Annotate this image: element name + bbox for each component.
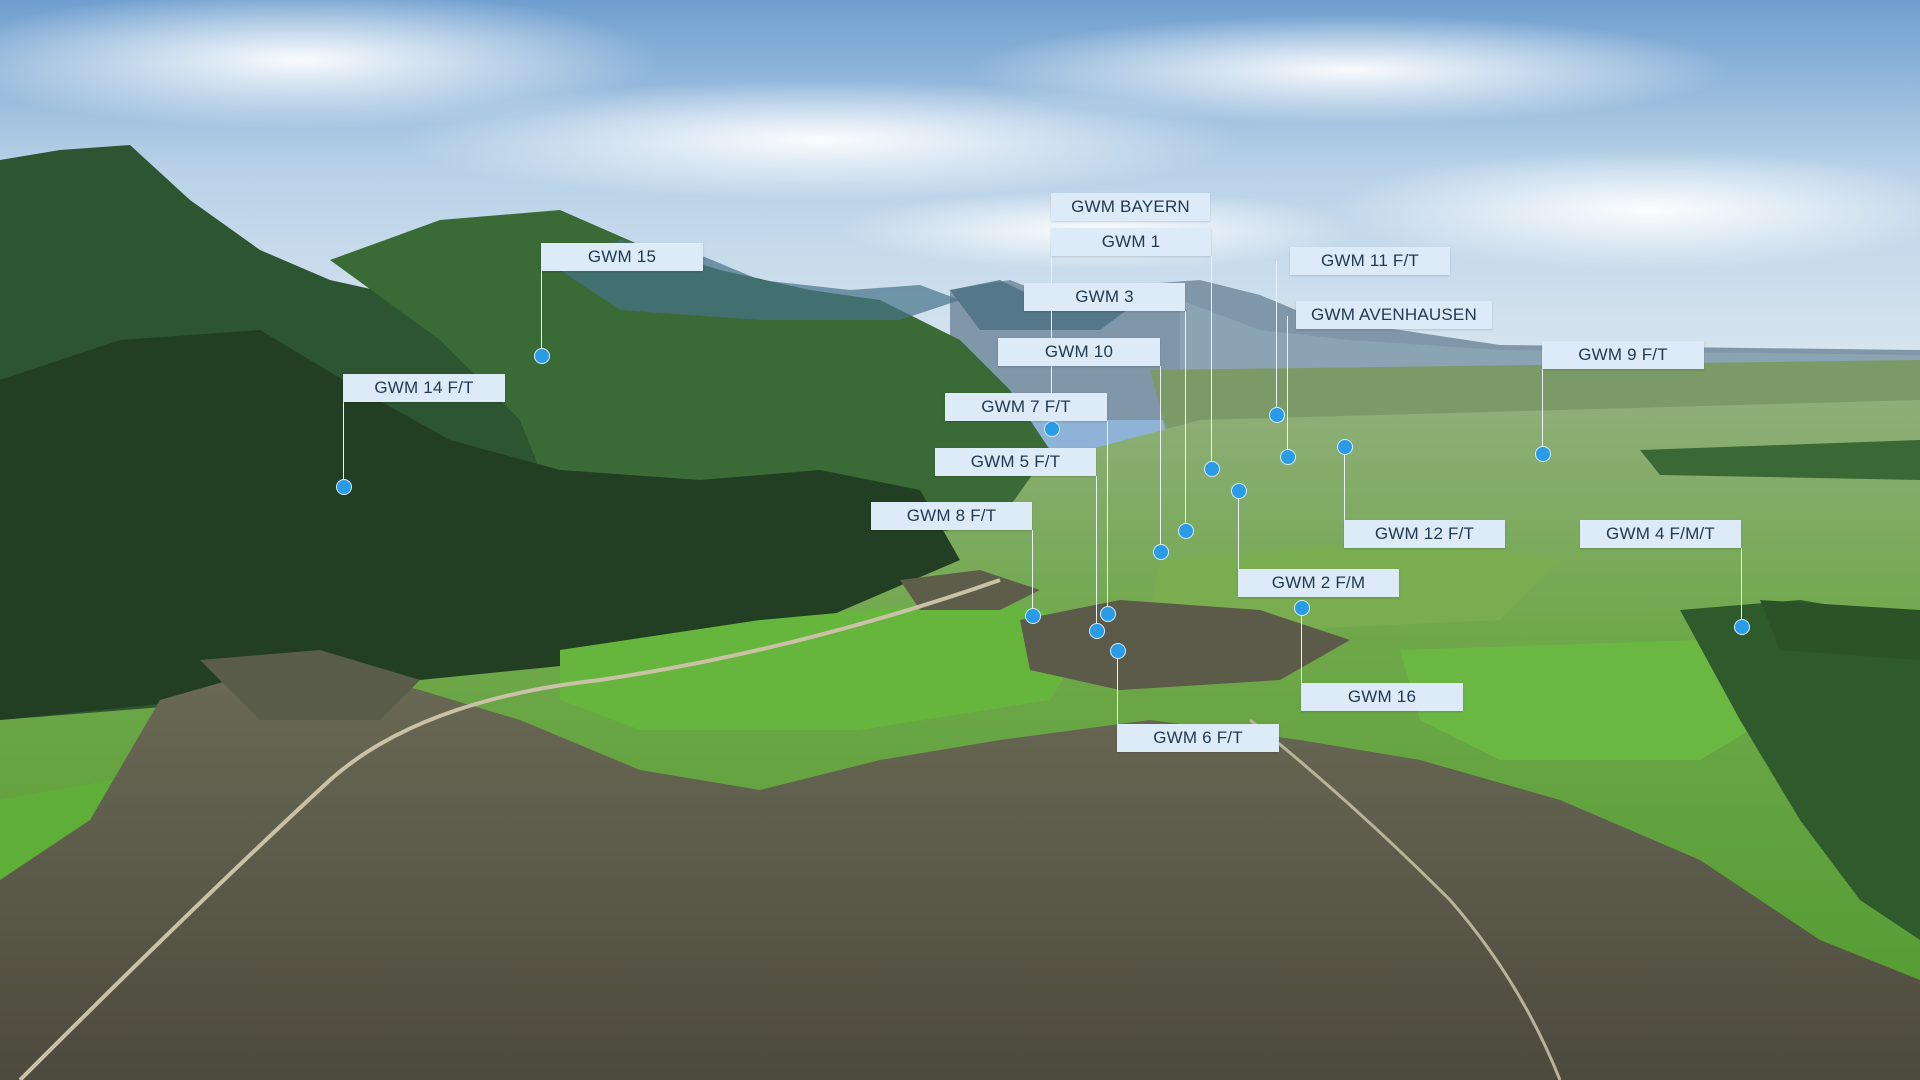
marker-dot[interactable] [1025,608,1041,624]
marker-dot[interactable] [1280,449,1296,465]
cloud [970,15,1730,125]
mountain-center [330,210,1050,560]
meadow [560,600,1100,730]
label-gwm-11[interactable]: GWM 11 F/T [1290,247,1450,275]
marker-dot[interactable] [1535,446,1551,462]
cloud [0,0,660,130]
marker-dot[interactable] [1110,643,1126,659]
marker-dot[interactable] [1204,461,1220,477]
label-gwm-2[interactable]: GWM 2 F/M [1238,569,1399,597]
label-gwm-14[interactable]: GWM 14 F/T [343,374,505,402]
forest-right [1680,600,1920,940]
road [18,578,1001,1080]
marker-dot[interactable] [1089,623,1105,639]
label-gwm-8[interactable]: GWM 8 F/T [871,502,1032,530]
town-outskirts [200,650,420,720]
marker-dot[interactable] [336,479,352,495]
label-gwm-16[interactable]: GWM 16 [1301,683,1463,711]
marker-dot[interactable] [1269,407,1285,423]
marker-dot[interactable] [1231,483,1247,499]
town [0,660,1920,1080]
label-gwm-bayern[interactable]: GWM BAYERN [1051,193,1210,221]
mountain-ridge-dark [0,330,960,720]
marker-dot[interactable] [1153,544,1169,560]
marker-dot[interactable] [1100,606,1116,622]
village-cluster [1020,600,1350,690]
tree-line [1760,600,1920,660]
cloud [1330,150,1920,270]
label-gwm-10[interactable]: GWM 10 [998,338,1160,366]
marker-dot[interactable] [1044,421,1060,437]
marker-dot[interactable] [1178,523,1194,539]
tree-line [1640,440,1920,480]
marker-dot[interactable] [534,348,550,364]
label-gwm-avenhausen[interactable]: GWM AVENHAUSEN [1296,301,1492,329]
label-gwm-9[interactable]: GWM 9 F/T [1542,341,1704,369]
meadow [1400,640,1800,760]
label-gwm-6[interactable]: GWM 6 F/T [1117,724,1279,752]
label-gwm-5[interactable]: GWM 5 F/T [935,448,1096,476]
label-gwm-4[interactable]: GWM 4 F/M/T [1580,520,1741,548]
marker-dot[interactable] [1337,439,1353,455]
road [1249,718,1562,1080]
label-gwm-3[interactable]: GWM 3 [1024,283,1185,311]
marker-dot[interactable] [1294,600,1310,616]
label-gwm-7[interactable]: GWM 7 F/T [945,393,1107,421]
label-gwm-1[interactable]: GWM 1 [1051,228,1211,256]
cloud [400,80,1240,200]
label-gwm-15[interactable]: GWM 15 [541,243,703,271]
label-gwm-12[interactable]: GWM 12 F/T [1344,520,1505,548]
marker-dot[interactable] [1734,619,1750,635]
